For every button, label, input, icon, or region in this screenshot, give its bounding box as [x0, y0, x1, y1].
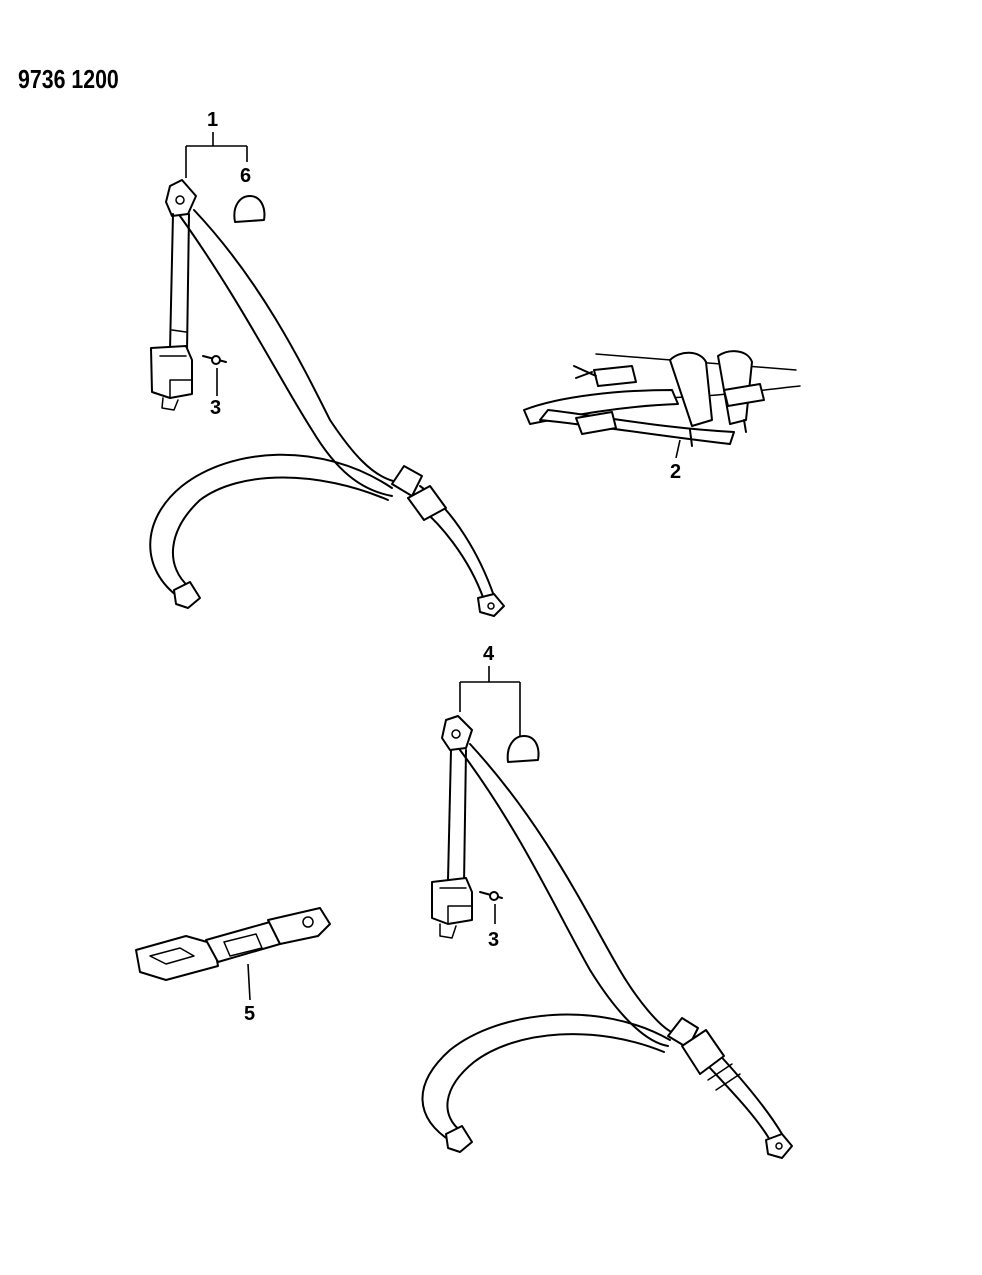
- anchor-cover-lower: [506, 735, 540, 763]
- buckle-assembly-part-5: 5: [135, 907, 331, 1025]
- buckle-strap: [205, 921, 281, 963]
- shoulder-webbing-lower: [459, 743, 677, 1047]
- lap-webbing-lower: [421, 1013, 671, 1143]
- front-seat-belt-assembly-lower: 4 3: [421, 643, 793, 1159]
- callout-1: 1: [207, 109, 218, 131]
- callout-3-lower: 3: [488, 929, 499, 951]
- upper-shoulder-anchor-lower: [441, 715, 473, 751]
- callout-5: 5: [244, 1003, 255, 1025]
- rear-belt-center-loop: [669, 351, 713, 427]
- anchor-cover-part-6: [233, 195, 266, 223]
- retractor-webbing: [169, 213, 190, 353]
- shoulder-webbing: [179, 209, 399, 497]
- rear-buckle-right: [723, 383, 765, 407]
- buckle-floor-anchor: [477, 593, 505, 617]
- retractor-housing: [150, 345, 193, 399]
- callout-1-bracket: [185, 132, 248, 178]
- part-number-code: 9736 1200: [18, 65, 119, 95]
- retractor-housing-lower: [431, 877, 473, 925]
- tongue-plate: [391, 465, 423, 497]
- rear-seat-belt-set: 2: [523, 350, 801, 483]
- callout-2-leader: [675, 439, 681, 459]
- callout-4: 4: [483, 643, 495, 665]
- rear-buckle-upper: [593, 365, 637, 387]
- callout-6: 6: [240, 165, 251, 187]
- buckle-anchor-plate: [267, 907, 331, 945]
- anchor-bolt-hole: [175, 195, 185, 205]
- rear-buckle-left: [575, 411, 617, 435]
- front-seat-belt-assembly-upper: 1 6 3: [149, 109, 505, 617]
- callout-2: 2: [670, 461, 681, 483]
- lap-floor-anchor-lower: [445, 1125, 473, 1153]
- retractor-webbing-lower: [447, 749, 467, 885]
- lap-floor-anchor: [173, 581, 201, 609]
- lap-webbing: [149, 453, 393, 599]
- callout-4-bracket: [459, 666, 521, 740]
- callout-3-upper: 3: [210, 397, 221, 419]
- upper-shoulder-anchor: [165, 179, 197, 217]
- buckle-floor-anchor-lower: [765, 1133, 793, 1159]
- buckle-body: [135, 935, 219, 981]
